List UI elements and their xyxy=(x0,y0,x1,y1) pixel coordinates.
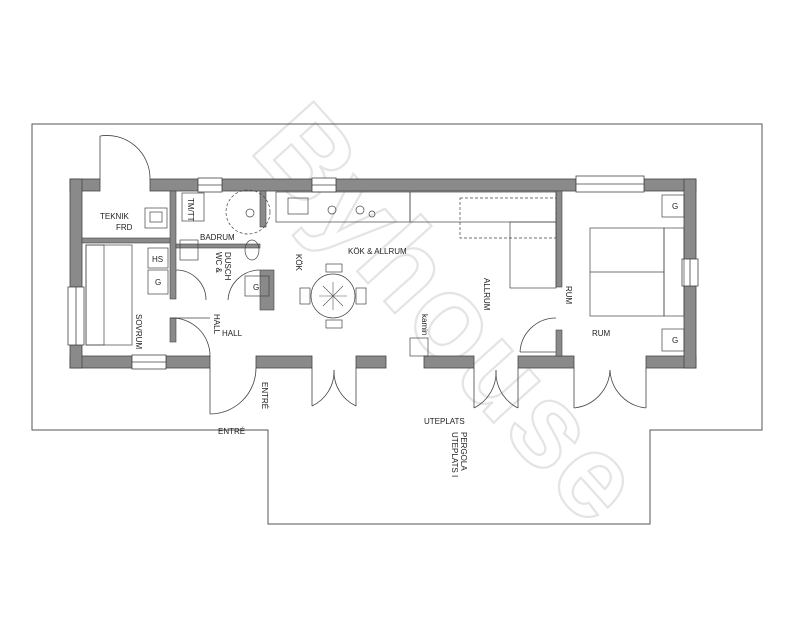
label-g-4: G xyxy=(672,336,678,345)
label-sovrum: SOVRUM xyxy=(134,314,143,349)
terrace-outline xyxy=(31,123,763,525)
label-teknik: TEKNIK xyxy=(100,212,130,221)
label-hall: HALL xyxy=(222,329,243,338)
label-rum-vertical: RUM xyxy=(564,286,573,305)
label-g-3: G xyxy=(672,202,678,211)
label-entre: ENTRÉ xyxy=(218,427,245,436)
label-g-1: G xyxy=(155,278,161,287)
label-allrum: ALLRUM xyxy=(482,278,491,311)
label-frd: FRD xyxy=(116,223,133,232)
windows xyxy=(67,175,699,370)
fixtures xyxy=(85,189,685,357)
table-star xyxy=(319,282,347,310)
label-kok: KÖK xyxy=(294,254,303,272)
label-badrum: BADRUM xyxy=(200,233,235,242)
label-kamin: kamin xyxy=(420,314,429,335)
label-kok-allrum: KÖK & ALLRUM xyxy=(348,247,407,256)
label-hall-vertical: HALL xyxy=(212,314,221,335)
doors xyxy=(99,135,647,415)
room-labels: TEKNIK FRD TM/TT BADRUM WC &DUSCH HS G G… xyxy=(100,198,678,477)
label-tm-tt: TM/TT xyxy=(186,198,195,222)
label-hs: HS xyxy=(152,255,163,264)
label-rum: RUM xyxy=(592,329,611,338)
watermark: Byhouse xyxy=(229,79,670,548)
label-wc-dusch: WC &DUSCH xyxy=(214,252,232,281)
exterior-walls xyxy=(69,178,697,369)
interior-walls xyxy=(81,190,563,357)
label-uteplats-pergola: UTEPLATS IPERGOLA xyxy=(450,432,468,477)
label-g-2: G xyxy=(253,283,259,292)
label-entre-vertical: ENTRÉ xyxy=(260,382,269,409)
label-uteplats: UTEPLATS xyxy=(424,417,465,426)
